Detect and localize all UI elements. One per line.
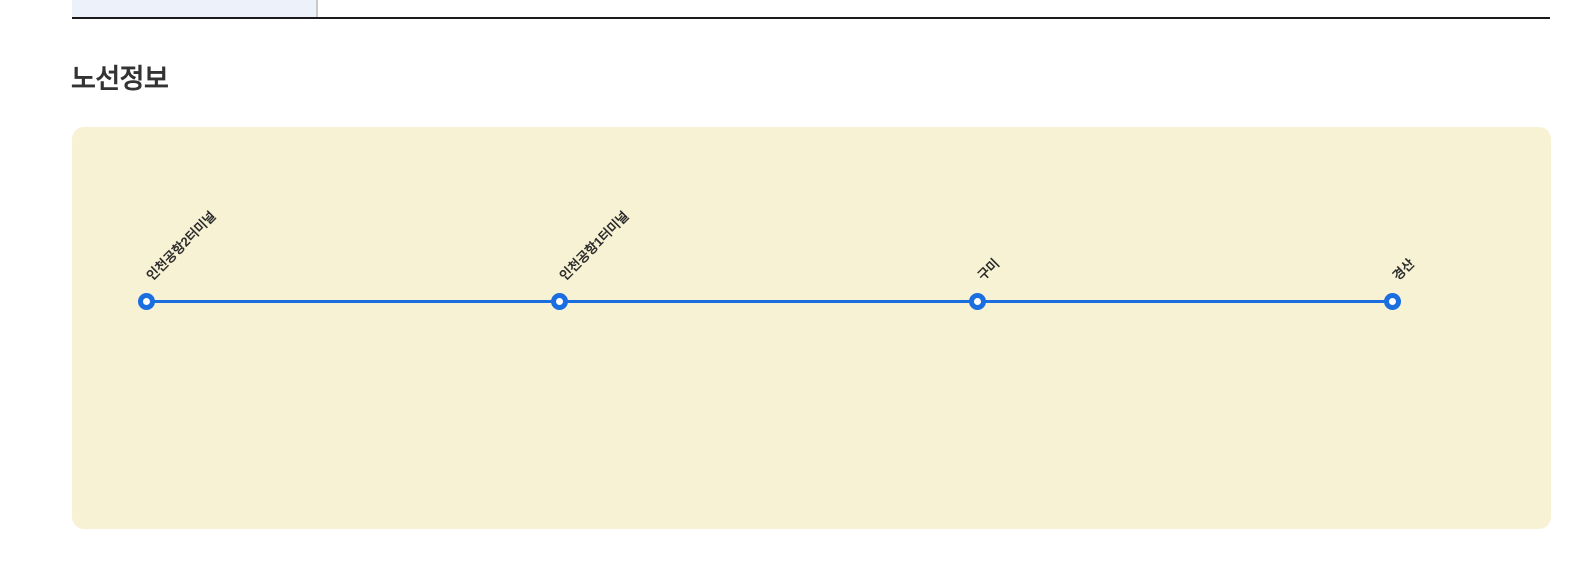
- station-label: 경산: [1389, 255, 1418, 284]
- station-marker-icon: [968, 292, 986, 310]
- table-header-cell: [72, 0, 318, 17]
- station-marker-icon: [550, 292, 568, 310]
- table-bottom-border: [72, 17, 1550, 19]
- station-label: 인천공항1터미널: [556, 208, 632, 284]
- station-label: 인천공항2터미널: [143, 208, 219, 284]
- station-label: 구미: [974, 255, 1003, 284]
- route-info-panel: 인천공항2터미널 인천공항1터미널 구미 경산: [72, 127, 1551, 529]
- route-line: [146, 299, 1392, 303]
- station-marker-icon: [1383, 292, 1401, 310]
- section-title: 노선정보: [71, 64, 169, 94]
- station-marker-icon: [137, 292, 155, 310]
